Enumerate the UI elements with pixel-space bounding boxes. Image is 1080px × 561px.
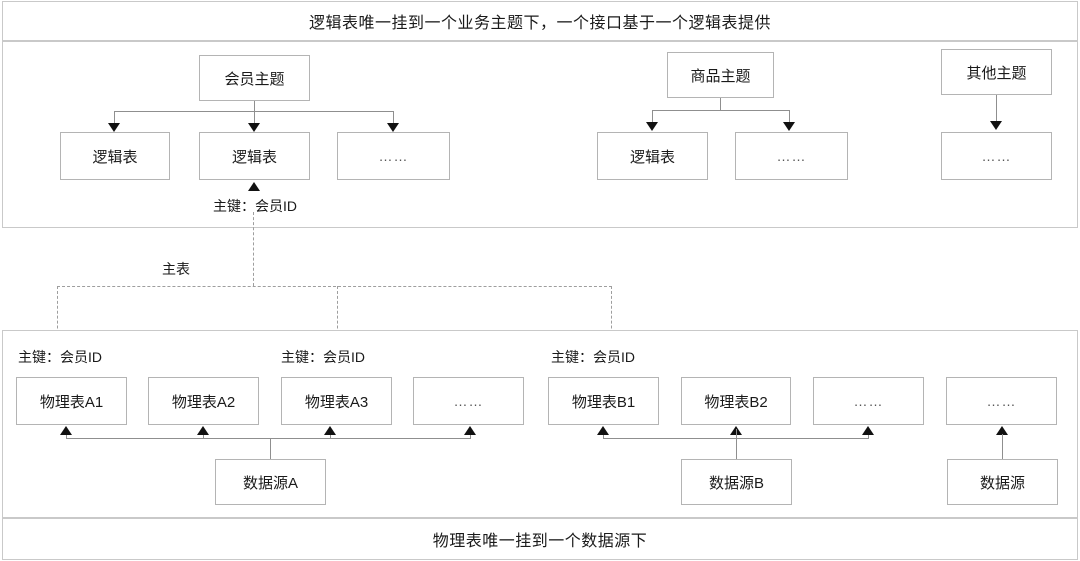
arrow-up-icon — [464, 426, 476, 435]
connector-riser-a3 — [330, 435, 331, 439]
physical-table-node-more-c[interactable]: …… — [946, 377, 1057, 425]
theme-node-product[interactable]: 商品主题 — [667, 52, 774, 98]
physical-table-node-b1[interactable]: 物理表B1 — [548, 377, 659, 425]
physical-table-label: 物理表A1 — [39, 393, 104, 411]
data-source-node-b[interactable]: 数据源B — [681, 459, 792, 505]
logical-table-node-3[interactable]: 逻辑表 — [597, 132, 708, 180]
logical-table-node-more-product[interactable]: …… — [735, 132, 848, 180]
physical-table-label: …… — [986, 393, 1017, 409]
theme-node-other[interactable]: 其他主题 — [941, 49, 1052, 95]
logical-table-label: 逻辑表 — [629, 148, 675, 166]
physical-table-node-b2[interactable]: 物理表B2 — [681, 377, 791, 425]
connector-drop-member-2 — [254, 111, 255, 125]
dashed-bus-main — [57, 286, 612, 287]
arrow-down-icon — [387, 123, 399, 132]
diagram-footer-band: 物理表唯一挂到一个数据源下 — [2, 518, 1078, 560]
physical-table-label: 物理表A3 — [304, 393, 369, 411]
arrow-down-icon — [248, 123, 260, 132]
logical-table-node-2[interactable]: 逻辑表 — [199, 132, 310, 180]
logical-table-node-1[interactable]: 逻辑表 — [60, 132, 170, 180]
arrow-up-icon — [862, 426, 874, 435]
arrow-up-icon — [248, 182, 260, 191]
logical-table-label: …… — [981, 148, 1012, 164]
connector-stem-other — [996, 95, 997, 123]
dashed-drop-2 — [337, 286, 338, 373]
logical-table-label: …… — [378, 148, 409, 164]
primary-key-label-physical-1: 主键：会员ID — [18, 349, 102, 365]
connector-riser-a4 — [470, 435, 471, 439]
data-source-label: 数据源B — [708, 474, 764, 492]
theme-label: 商品主题 — [690, 67, 751, 85]
theme-node-member[interactable]: 会员主题 — [199, 55, 310, 101]
theme-label: 会员主题 — [224, 70, 285, 88]
logical-layer-panel — [2, 41, 1078, 228]
theme-label: 其他主题 — [966, 64, 1027, 82]
diagram-title-band: 逻辑表唯一挂到一个业务主题下，一个接口基于一个逻辑表提供 — [2, 1, 1078, 41]
arrow-up-icon — [597, 426, 609, 435]
data-source-label: 数据源A — [242, 474, 298, 492]
diagram-footer: 物理表唯一挂到一个数据源下 — [432, 533, 648, 550]
connector-bus-product — [652, 110, 789, 111]
primary-key-label-physical-2: 主键：会员ID — [281, 349, 365, 365]
physical-table-label: …… — [453, 393, 484, 409]
connector-stem-product — [720, 98, 721, 110]
physical-table-node-a3[interactable]: 物理表A3 — [281, 377, 392, 425]
physical-table-label: 物理表A2 — [171, 393, 236, 411]
connector-riser-a2 — [203, 435, 204, 439]
data-source-label: 数据源 — [979, 474, 1025, 492]
primary-key-label-logical: 主键：会员ID — [213, 198, 297, 214]
arrow-down-icon — [783, 122, 795, 131]
logical-table-node-more-other[interactable]: …… — [941, 132, 1052, 180]
diagram-title: 逻辑表唯一挂到一个业务主题下，一个接口基于一个逻辑表提供 — [308, 15, 771, 32]
connector-bus-source-a — [66, 438, 470, 439]
connector-drop-member-1 — [114, 111, 115, 125]
physical-table-label: 物理表B2 — [704, 393, 768, 411]
logical-table-label: …… — [776, 148, 807, 164]
primary-key-label-physical-3: 主键：会员ID — [551, 349, 635, 365]
physical-table-node-a2[interactable]: 物理表A2 — [148, 377, 259, 425]
logical-table-label: 逻辑表 — [92, 148, 138, 166]
connector-bus-source-b — [603, 438, 868, 439]
physical-table-node-a1[interactable]: 物理表A1 — [16, 377, 127, 425]
arrow-up-icon — [197, 426, 209, 435]
arrow-down-icon — [646, 122, 658, 131]
connector-riser-b3 — [868, 435, 869, 439]
dashed-stem-main — [253, 212, 254, 286]
arrow-up-icon — [324, 426, 336, 435]
arrow-down-icon — [990, 121, 1002, 130]
dashed-drop-1 — [57, 286, 58, 373]
connector-riser-b1 — [603, 435, 604, 439]
main-table-label: 主表 — [162, 261, 190, 277]
physical-table-label: …… — [853, 393, 884, 409]
physical-table-label: 物理表B1 — [571, 393, 636, 411]
connector-drop-product-1 — [652, 110, 653, 124]
logical-table-label: 逻辑表 — [231, 148, 277, 166]
connector-drop-product-2 — [789, 110, 790, 124]
dashed-drop-3 — [611, 286, 612, 373]
connector-riser-a1 — [66, 435, 67, 439]
connector-drop-member-3 — [393, 111, 394, 125]
connector-stem-source-c — [1002, 434, 1003, 459]
connector-stem-source-a — [270, 438, 271, 459]
arrow-down-icon — [108, 123, 120, 132]
logical-table-node-more-member[interactable]: …… — [337, 132, 450, 180]
data-source-node-c[interactable]: 数据源 — [947, 459, 1058, 505]
physical-table-node-more-b[interactable]: …… — [813, 377, 924, 425]
data-source-node-a[interactable]: 数据源A — [215, 459, 326, 505]
physical-table-node-more-a[interactable]: …… — [413, 377, 524, 425]
connector-stem-source-b — [736, 429, 737, 459]
arrow-up-icon — [60, 426, 72, 435]
connector-stem-member — [254, 101, 255, 111]
arrow-up-icon — [996, 426, 1008, 435]
